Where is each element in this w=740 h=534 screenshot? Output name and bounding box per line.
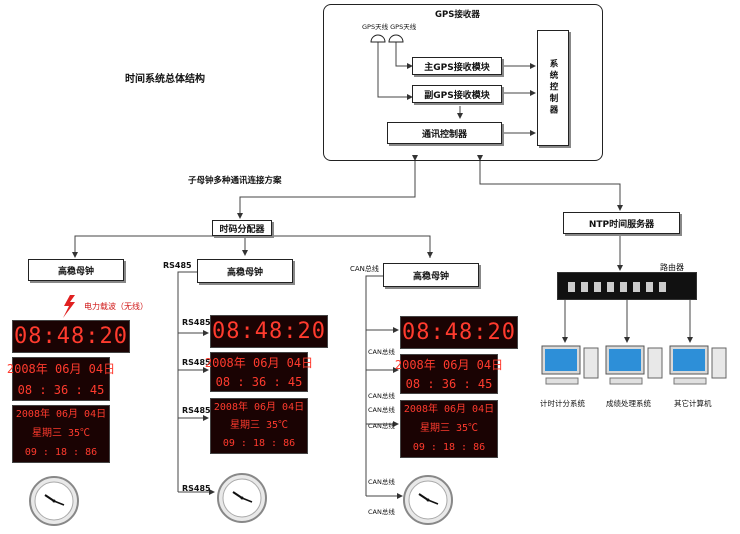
led-time-display: 08:48:20 (12, 320, 130, 353)
bus-label: CAN总线 (368, 422, 395, 430)
computer-label: 计时计分系统 (540, 399, 585, 408)
backup-gps-module: 副GPS接收模块 (412, 85, 502, 103)
time-code-distributor: 时码分配器 (212, 220, 272, 236)
master-clock: 高稳母钟 (383, 263, 479, 287)
computer-icon (541, 345, 599, 385)
bus-label: CAN总线 (368, 508, 395, 516)
system-controller: 系统控制器 (537, 30, 569, 146)
led-time-display: 08:48:20 (400, 316, 518, 349)
wireless-label: 电力载波（无线） (84, 302, 148, 311)
comm-controller: 通讯控制器 (387, 122, 502, 144)
router (557, 272, 697, 300)
master-clock: 高稳母钟 (28, 259, 124, 281)
ntp-time-server: NTP时间服务器 (563, 212, 680, 234)
bus-label: CAN总线 (350, 265, 379, 273)
diagram-title: 时间系统总体结构 (125, 74, 205, 85)
main-gps-module: 主GPS接收模块 (412, 57, 502, 75)
gps-receiver-title: GPS接收器 (435, 10, 480, 20)
bus-label: RS485 (182, 358, 211, 367)
computer-icon (605, 345, 663, 385)
lightning-icon (63, 295, 75, 318)
master-clock: 高稳母钟 (197, 259, 293, 283)
bus-label: CAN总线 (368, 406, 395, 414)
led-time-display: 08:48:20 (210, 315, 328, 348)
bus-label: CAN总线 (368, 392, 395, 400)
bus-label: RS485 (182, 406, 211, 415)
antenna-icon (370, 34, 386, 43)
computer-icon (669, 345, 727, 385)
computer-label: 成绩处理系统 (606, 399, 651, 408)
wall-clock-icon (403, 475, 453, 525)
computer-label: 其它计算机 (674, 399, 712, 408)
wall-clock-icon (29, 476, 79, 526)
antenna-icon (388, 34, 404, 43)
scheme-label: 子母钟多种通讯连接方案 (188, 176, 282, 186)
bus-label: RS485 (163, 261, 192, 270)
bus-label: RS485 (182, 318, 211, 327)
wall-clock-icon (217, 473, 267, 523)
bus-label: RS485 (182, 484, 211, 493)
antenna-label: GPS天线 GPS天线 (362, 23, 417, 31)
bus-label: CAN总线 (368, 348, 395, 356)
bus-label: CAN总线 (368, 478, 395, 486)
gps-receiver-frame (323, 4, 603, 161)
router-label: 路由器 (660, 263, 684, 272)
